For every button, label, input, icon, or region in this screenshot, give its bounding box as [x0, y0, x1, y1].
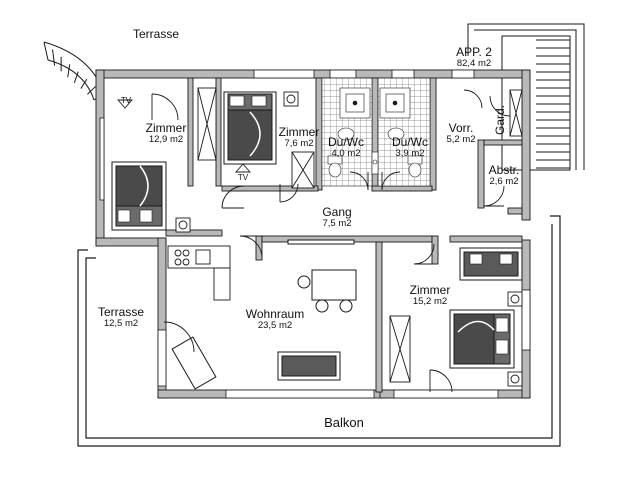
curved-stair	[43, 41, 105, 101]
curved-stair-step	[43, 41, 49, 61]
curved-stair-step	[87, 86, 96, 95]
room-label-balkon: Balkon	[324, 415, 364, 430]
dining-set	[287, 239, 357, 313]
room-label-vorraum: Vorr. 5,2 m2	[446, 121, 476, 145]
pillows	[117, 95, 513, 355]
windows	[99, 69, 531, 399]
room-label-abstellraum: Abstr. 2,6 m2	[488, 163, 520, 187]
tv-label-1: TV	[120, 96, 132, 105]
room-label-bath-1: Du/Wc 4,0 m2	[328, 135, 364, 159]
room-label-terrasse-side: Terrasse 12,5 m2	[97, 305, 145, 329]
room-label-terrasse-top: Terrasse	[132, 27, 180, 41]
nightstands	[117, 91, 523, 387]
curved-stair-step	[73, 71, 79, 84]
room-label-garderobe: Gard.	[493, 104, 507, 136]
sofa	[171, 336, 341, 390]
door-swings	[151, 89, 511, 393]
curved-stair-step	[52, 49, 56, 66]
room-label-bath-2: Du/Wc 3,9 m2	[392, 135, 428, 159]
curved-stair-step	[67, 64, 71, 78]
room-label-zimmer-left: Zimmer 12,9 m2	[145, 121, 187, 145]
apartment-label: APP. 2 82,4 m2	[456, 45, 492, 69]
tv-label-2: TV	[237, 173, 249, 182]
kitchen	[167, 245, 231, 301]
bathroom-floors	[321, 77, 431, 187]
room-label-zimmer-small: Zimmer 7,6 m2	[278, 125, 320, 149]
balkon-railing	[77, 215, 561, 447]
curved-stair-step	[80, 78, 88, 89]
room-label-gang: Gang 7,5 m2	[322, 205, 352, 229]
room-label-wohnraum: Wohnraum 23,5 m2	[245, 307, 305, 331]
wardrobes	[197, 87, 523, 383]
room-label-zimmer-right: Zimmer 15,2 m2	[409, 283, 451, 307]
